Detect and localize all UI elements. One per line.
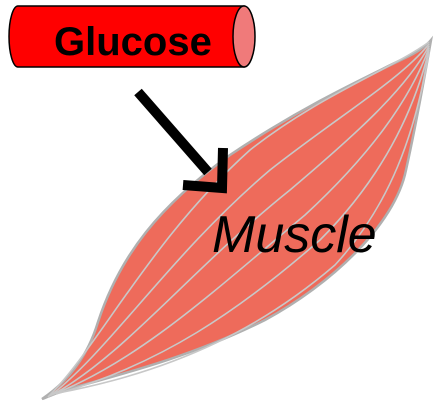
muscle-label: Muscle: [212, 206, 377, 264]
glucose-tube-end: [233, 6, 255, 67]
glucose-label: Glucose: [54, 20, 212, 64]
arrow-shaft: [138, 92, 208, 172]
